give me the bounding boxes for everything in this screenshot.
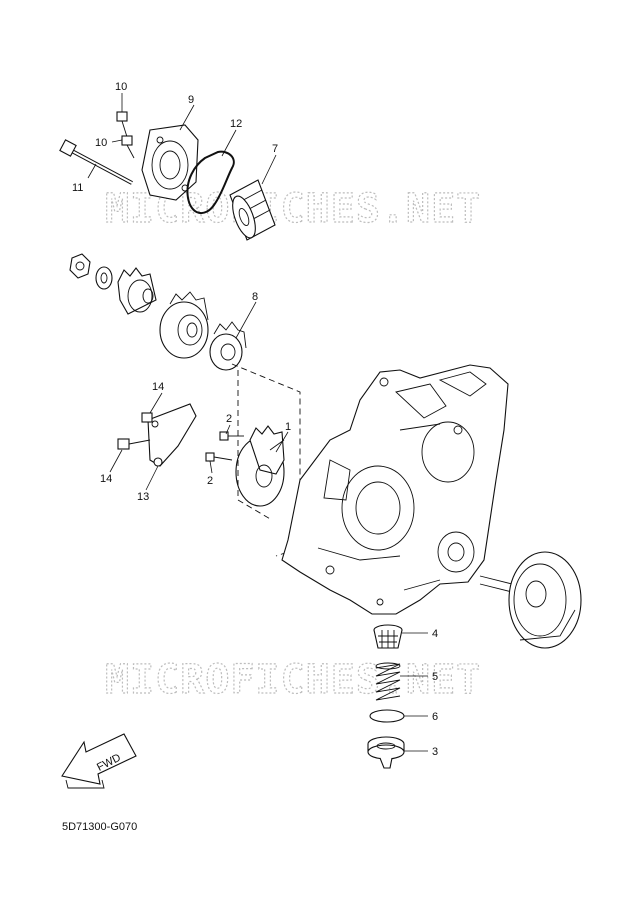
callout-8: 8 xyxy=(252,291,258,303)
callout-14-upper: 14 xyxy=(152,381,164,393)
callout-11: 11 xyxy=(72,182,83,194)
callout-2-upper: 2 xyxy=(226,413,232,425)
callout-10-lower: 10 xyxy=(95,137,107,149)
small-gear-part-8[interactable] xyxy=(209,321,247,371)
callout-6: 6 xyxy=(432,711,438,723)
o-ring-part-6[interactable] xyxy=(369,709,405,723)
strainer-part-4[interactable] xyxy=(373,624,403,649)
nut[interactable] xyxy=(69,253,91,279)
filter-cover-group xyxy=(59,111,276,241)
callout-1: 1 xyxy=(285,421,291,433)
plate-part-13[interactable] xyxy=(147,403,197,467)
bolt-part-10-lower[interactable] xyxy=(121,135,135,159)
callouts: 10 10 11 9 12 7 8 14 2 1 2 14 13 4 5 6 3 xyxy=(72,81,438,758)
gear-stack xyxy=(69,253,247,371)
long-bolt-part-11[interactable] xyxy=(59,139,133,185)
oil-filter-part-7[interactable] xyxy=(228,179,276,241)
drive-gear[interactable] xyxy=(117,267,157,315)
driven-gear[interactable] xyxy=(159,291,209,359)
bolt-part-14-upper[interactable] xyxy=(141,412,153,423)
callout-4: 4 xyxy=(432,628,438,640)
callout-9: 9 xyxy=(188,94,194,106)
crankcase xyxy=(281,364,509,615)
leader-lines xyxy=(87,93,428,752)
callout-2-lower: 2 xyxy=(207,475,213,487)
oil-pump-part-1[interactable] xyxy=(235,425,285,507)
watermark-bottom: MICROFICHES.NET xyxy=(105,657,481,703)
o-ring-part-12[interactable] xyxy=(186,150,235,214)
callout-12: 12 xyxy=(230,118,242,130)
washer[interactable] xyxy=(95,266,113,290)
drain-plug-part-3[interactable] xyxy=(367,736,405,769)
screw-part-2-lower[interactable] xyxy=(205,452,233,462)
fwd-arrow: FWD xyxy=(61,733,137,789)
filter-cover-part-9[interactable] xyxy=(141,124,199,201)
callout-7: 7 xyxy=(272,143,278,155)
callout-14-lower: 14 xyxy=(100,473,112,485)
alignment-line-pump xyxy=(237,370,273,521)
bolt-part-14-lower[interactable] xyxy=(117,438,151,450)
alignment-line-gear xyxy=(231,363,301,490)
callout-5: 5 xyxy=(432,671,438,683)
screw-part-2-upper[interactable] xyxy=(219,431,244,441)
callout-13: 13 xyxy=(137,491,149,503)
diagram-code: 5D71300-G070 xyxy=(62,821,137,833)
callout-3: 3 xyxy=(432,746,438,758)
spring-part-5[interactable] xyxy=(375,662,401,701)
callout-10-upper: 10 xyxy=(115,81,127,93)
rotor[interactable] xyxy=(479,551,582,649)
